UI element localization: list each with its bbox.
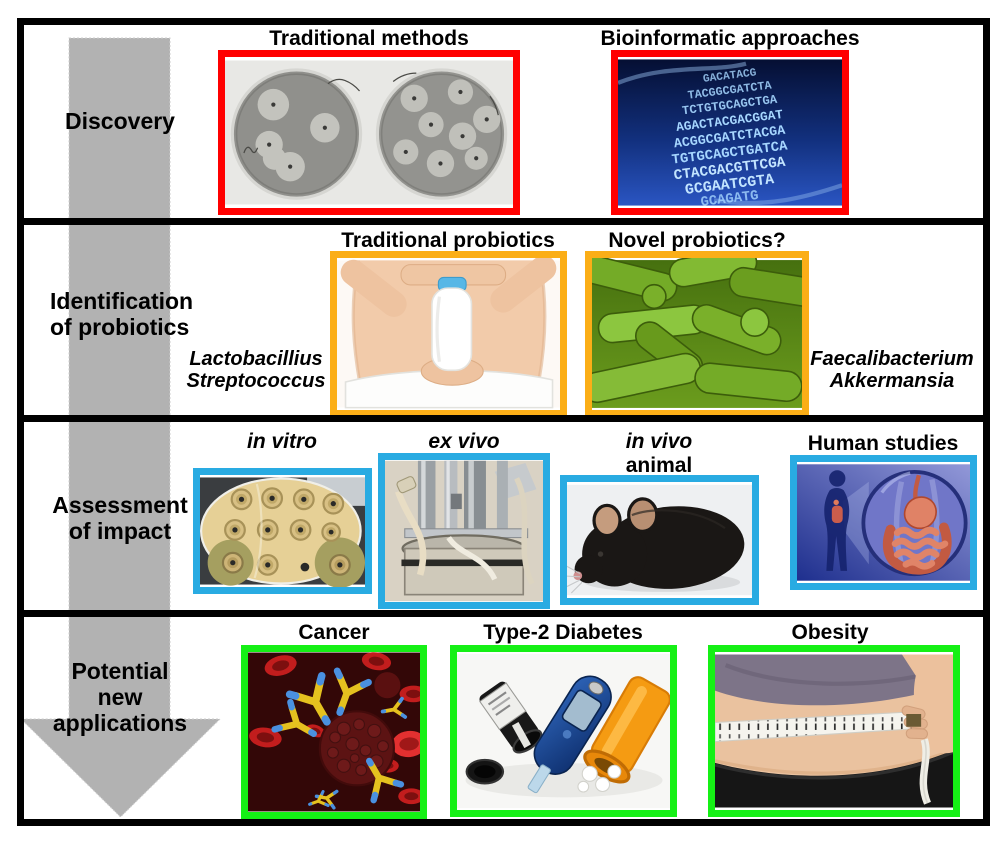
cancer-cells-photo xyxy=(241,645,427,819)
petri-dish-photo xyxy=(218,50,520,215)
species-faecalibacterium: Faecalibacterium xyxy=(810,348,974,370)
green-bacteria-photo xyxy=(585,251,809,417)
workflow-arrow xyxy=(19,37,222,818)
species-left: Lactobacillius Streptococcus xyxy=(166,348,346,392)
well-plate-photo xyxy=(193,468,372,594)
row-divider-2 xyxy=(17,415,990,422)
row-label-assessment-line2: of impact xyxy=(68,518,172,544)
species-akkermansia: Akkermansia xyxy=(829,370,955,392)
heading-traditional-probiotics: Traditional probiotics xyxy=(341,229,555,252)
heading-traditional-methods: Traditional methods xyxy=(269,27,469,50)
heading-obesity: Obesity xyxy=(791,621,869,644)
heading-in-vivo: in vivo animal xyxy=(584,430,734,478)
heading-in-vivo-line1: in vivo xyxy=(625,430,693,453)
row-label-identification-line2: of probiotics xyxy=(50,314,190,340)
heading-cancer: Cancer xyxy=(298,621,370,644)
row-label-assessment: Assessment of impact xyxy=(40,492,200,544)
dna-sequence-photo: GACATACG TACGGCGATCTA TCTGTGCAGCTGA AGAC… xyxy=(611,50,849,215)
row-label-identification: Identification of probiotics xyxy=(50,288,240,340)
row-divider-3 xyxy=(17,610,990,617)
row-label-identification-line1: Identification xyxy=(50,288,194,314)
row-label-applications: Potential new applications xyxy=(40,658,200,736)
heading-novel-probiotics: Novel probiotics? xyxy=(608,229,786,252)
workflow-arrow-shape xyxy=(19,37,222,818)
heading-ex-vivo: ex vivo xyxy=(428,430,500,453)
row-label-applications-line2: new xyxy=(97,684,143,710)
species-lactobacillius: Lactobacillius xyxy=(189,348,323,370)
heading-type2-diabetes: Type-2 Diabetes xyxy=(483,621,643,644)
mouse-photo xyxy=(560,475,759,605)
species-streptococcus: Streptococcus xyxy=(186,370,326,392)
yogurt-belly-photo xyxy=(330,251,567,417)
species-right: Faecalibacterium Akkermansia xyxy=(792,348,992,392)
heading-in-vivo-line2: animal xyxy=(625,454,693,477)
diabetes-kit-photo xyxy=(450,645,677,817)
row-divider-1 xyxy=(17,218,990,225)
waist-measure-photo xyxy=(708,645,960,817)
heading-in-vitro: in vitro xyxy=(246,430,317,453)
row-label-assessment-line1: Assessment xyxy=(52,492,188,518)
human-anatomy-photo xyxy=(790,455,977,590)
row-label-applications-line3: applications xyxy=(52,710,188,736)
row-label-discovery: Discovery xyxy=(65,108,175,134)
row-label-applications-line1: Potential xyxy=(71,658,169,684)
heading-human-studies: Human studies xyxy=(807,432,959,455)
bioreactor-photo xyxy=(378,453,550,609)
dna-line: GCAGATG xyxy=(700,188,760,208)
heading-bioinformatic-approaches: Bioinformatic approaches xyxy=(600,27,860,50)
